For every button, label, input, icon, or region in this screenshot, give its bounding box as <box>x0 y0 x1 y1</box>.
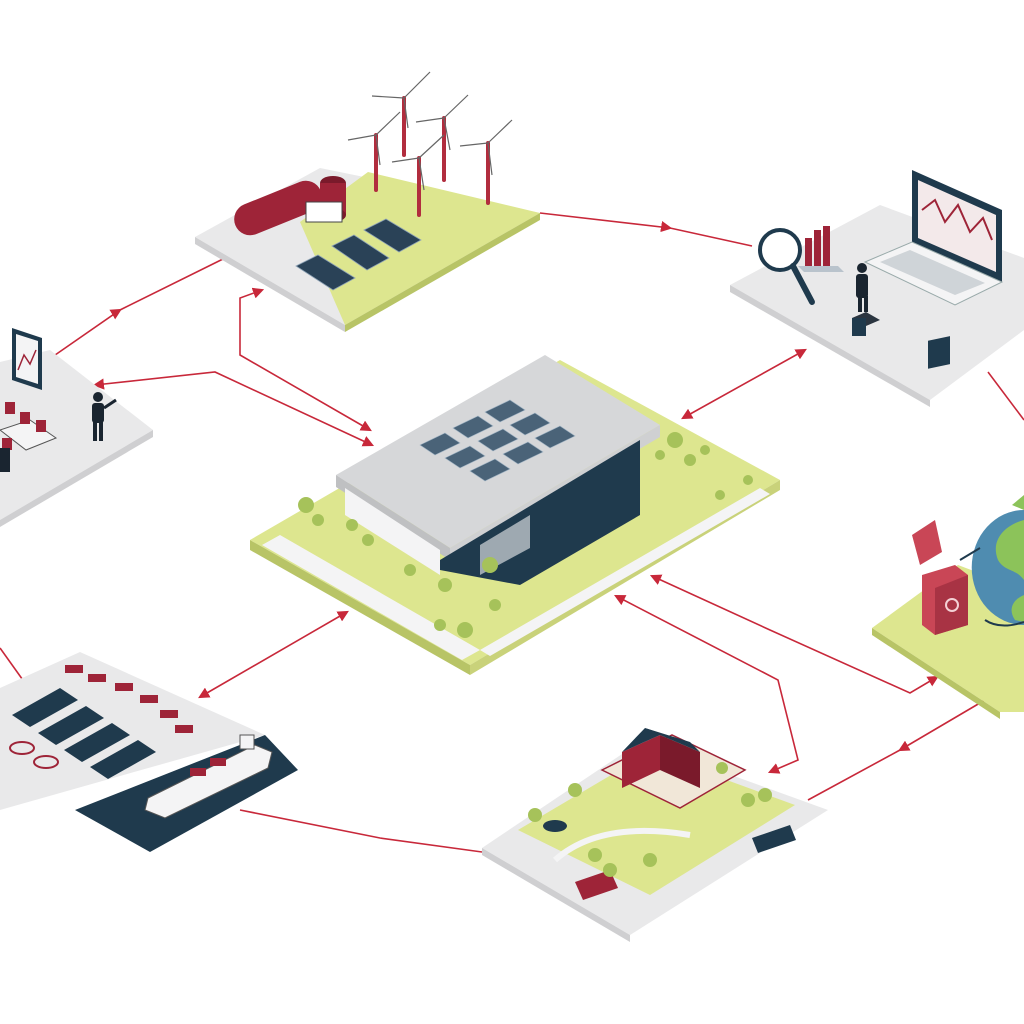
silo-icon <box>9 741 59 769</box>
renewable-energy-node <box>195 71 540 332</box>
arrow-hub-port <box>198 610 349 699</box>
office-workspace-node <box>0 328 153 527</box>
recycling-node <box>872 336 1024 719</box>
solar-panel-icon <box>295 218 422 291</box>
arrow-hub-analytics <box>681 348 807 420</box>
globe-icon <box>971 495 1024 627</box>
tree-icon <box>528 762 772 877</box>
tablet-icon <box>12 328 42 390</box>
arrow-hub-office <box>92 371 375 447</box>
arrow-energy-to-analytics <box>539 212 753 247</box>
building-icon <box>336 355 660 585</box>
wind-turbine-icon <box>374 96 490 217</box>
tree-icon <box>298 432 753 638</box>
magnifier-icon <box>758 228 815 305</box>
laptop-icon <box>863 170 1004 306</box>
roof-solar-icon <box>419 399 576 482</box>
arrow-community-to-port <box>239 809 483 853</box>
presenter-icon <box>92 392 117 441</box>
arrow-recycling-to-community <box>807 699 986 801</box>
residential-community-node <box>482 728 828 942</box>
bar-chart-icon <box>798 226 844 272</box>
arrow-office-to-energy <box>44 257 226 363</box>
cargo-ship-icon <box>144 734 273 819</box>
data-analytics-node <box>730 170 1024 407</box>
central-building-hub <box>250 355 780 675</box>
person-icon <box>852 263 880 336</box>
house-icon <box>600 728 747 809</box>
arrow-analytics-to-recycling <box>987 371 1024 421</box>
fountain-icon <box>543 820 567 832</box>
meeting-table-icon <box>0 402 58 472</box>
bus-icon <box>575 825 796 900</box>
arrow-hub-community <box>614 594 799 774</box>
shipping-container-icon <box>65 665 193 733</box>
connection-arrows <box>0 212 1024 853</box>
port-logistics-node <box>0 652 298 852</box>
recycle-bin-icon <box>912 336 981 635</box>
warehouse-icon <box>12 688 156 779</box>
gas-tank-icon <box>234 176 346 236</box>
